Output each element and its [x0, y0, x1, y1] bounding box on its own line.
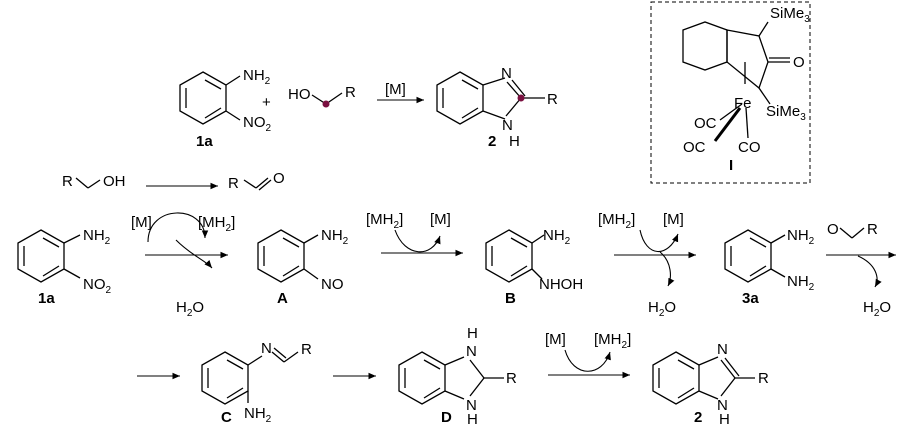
- catalyst-box: [650, 1, 811, 184]
- compound-3a: [724, 229, 786, 283]
- intermediate-b: [485, 229, 545, 283]
- d-h-bottom: H: [467, 411, 478, 426]
- c-r-label: R: [301, 341, 312, 358]
- step2-curve: [394, 229, 441, 253]
- step3-m-label: [M]: [663, 211, 684, 228]
- intermediate-d: [398, 351, 504, 405]
- compound-label-1a: 1a: [196, 133, 213, 150]
- co-bottom-label: OC: [683, 139, 706, 156]
- sime3-top-label: SiMe3: [770, 5, 810, 25]
- step2-mh2-label: [MH2]: [366, 211, 403, 231]
- final-product-benzimidazole: [652, 351, 755, 405]
- step3-curve-bottom: [659, 251, 675, 287]
- step4-h2o-label: H2O: [863, 299, 891, 319]
- intermediate-c: [201, 347, 299, 405]
- row1-sm-nh2: NH2: [83, 227, 111, 247]
- header-reactant-1a: [179, 71, 241, 125]
- fe-label: Fe: [734, 95, 752, 112]
- product-highlighted-carbon: [517, 94, 525, 102]
- step2-m-label: [M]: [430, 211, 451, 228]
- b-nh2-label: NH2: [543, 227, 571, 247]
- row2-mh2-label: [MH2]: [594, 331, 631, 351]
- a-no-label: NO: [321, 276, 344, 293]
- final-product-label: 2: [694, 409, 702, 426]
- alcohol-ho-label: HO: [288, 86, 311, 103]
- c-n-label: N: [261, 340, 272, 357]
- intermediate-a-label: A: [277, 290, 288, 307]
- catalyst-label-i: I: [729, 157, 733, 174]
- row2-m-label: [M]: [545, 331, 566, 348]
- row1-aldehyde-o: O: [273, 170, 285, 187]
- intermediate-c-label: C: [221, 409, 232, 426]
- row1-aldehyde-bond3: [258, 179, 272, 191]
- sime3-bottom-label: SiMe3: [766, 103, 806, 123]
- product-n-label: N: [501, 65, 512, 82]
- row1-cycle-curve: [147, 212, 209, 243]
- product-r-label: R: [547, 91, 558, 108]
- row1-mh2-label: [MH2]: [198, 214, 235, 234]
- d-n-top: N: [466, 343, 477, 360]
- nh2-label: NH2: [243, 67, 271, 87]
- ald-o-label: O: [827, 221, 839, 238]
- 3a-nh2-top: NH2: [787, 227, 815, 247]
- compound-label-2: 2: [488, 133, 496, 150]
- product-n-lower: N: [502, 117, 513, 134]
- row1-aldehyde-bond1: [243, 179, 257, 189]
- p-n-label: N: [717, 341, 728, 358]
- ald-bond2: [851, 227, 865, 239]
- p-h-label: H: [719, 411, 730, 426]
- header-product-benzimidazole: [436, 71, 545, 125]
- catalyst-structure: [682, 21, 790, 142]
- row1-sm-no2: NO2: [83, 276, 112, 296]
- d-r-label: R: [506, 370, 517, 387]
- a-nh2-label: NH2: [321, 227, 349, 247]
- row1-sm-label-1a: 1a: [38, 290, 55, 307]
- product-h-label: H: [509, 133, 520, 150]
- co-left-label: OC: [694, 115, 717, 132]
- d-h-top: H: [467, 325, 478, 342]
- ald-r-label: R: [867, 221, 878, 238]
- intermediate-a: [257, 229, 319, 283]
- intermediate-d-label: D: [441, 409, 452, 426]
- highlighted-carbon-dot: [322, 100, 330, 108]
- ald-bond1: [839, 227, 853, 239]
- no2-label: NO2: [243, 114, 272, 134]
- step3-mh2-label: [MH2]: [598, 211, 635, 231]
- c-nh2-label: NH2: [244, 405, 272, 425]
- row2-step-curve: [564, 349, 611, 372]
- row1-alcohol-bond2: [87, 179, 101, 189]
- d-n-bottom: N: [466, 397, 477, 414]
- row1-alcohol-r: R: [62, 173, 73, 190]
- row1-aldehyde-r: R: [228, 175, 239, 192]
- plus-sign: +: [262, 94, 271, 111]
- row1-starting-material: [17, 229, 81, 283]
- 3a-nh2-bottom: NH2: [787, 273, 815, 293]
- header-catalyst-label: [M]: [385, 81, 406, 98]
- step4-curve: [857, 255, 882, 288]
- step3-h2o-label: H2O: [648, 299, 676, 319]
- row1-alcohol-oh: OH: [103, 173, 126, 190]
- row1-alcohol-bond1: [75, 177, 89, 189]
- row1-m-label: [M]: [131, 214, 152, 231]
- row1-aldehyde-bond2: [255, 177, 269, 189]
- step3-curve-top: [639, 229, 679, 252]
- b-nhoh-label: NHOH: [539, 276, 583, 293]
- alcohol-r-label: R: [345, 84, 356, 101]
- row1-h2o-label: H2O: [176, 299, 204, 319]
- p-n-bottom: N: [717, 397, 728, 414]
- carbonyl-o-label: O: [793, 54, 805, 71]
- intermediate-b-label: B: [505, 290, 516, 307]
- p-r-label: R: [758, 370, 769, 387]
- co-right-label: CO: [738, 139, 761, 156]
- compound-3a-label: 3a: [742, 290, 759, 307]
- row1-water-curve: [175, 239, 213, 269]
